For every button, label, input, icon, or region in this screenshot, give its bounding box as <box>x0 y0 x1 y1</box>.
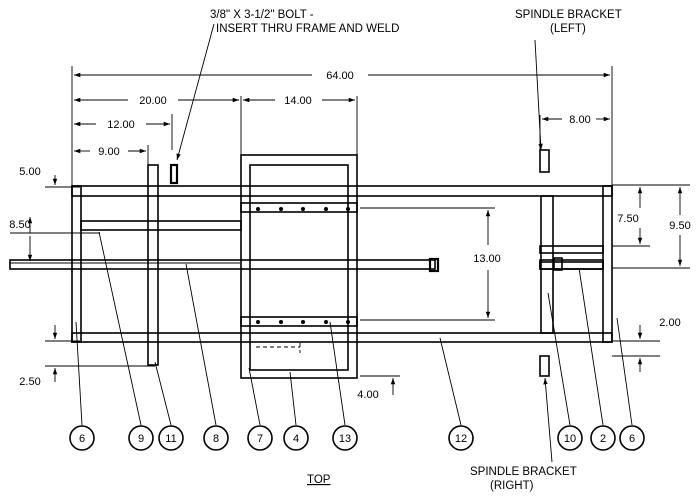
callout-7: 7 <box>247 425 273 451</box>
right-extension-lines <box>612 184 690 357</box>
dim-13: 13.00 <box>473 253 501 265</box>
callout-leaders <box>75 231 633 426</box>
dim-12: 12.00 <box>107 119 135 131</box>
dim-overall-64: 64.00 <box>326 70 354 82</box>
dim-5: 5.00 <box>19 166 40 178</box>
svg-text:10: 10 <box>564 433 576 445</box>
dim-20: 20.00 <box>139 95 167 107</box>
svg-text:4: 4 <box>293 433 299 445</box>
dim-2: 2.00 <box>659 317 680 329</box>
callout-4: 4 <box>283 425 309 451</box>
callout-6-right: 6 <box>619 425 645 451</box>
svg-text:6: 6 <box>629 433 635 445</box>
dim-4: 4.00 <box>357 389 378 401</box>
left-extension-lines <box>10 186 240 367</box>
bolt-note-line1: 3/8" X 3-1/2" BOLT - <box>210 9 314 21</box>
dim-8: 8.00 <box>569 114 590 126</box>
callout-10: 10 <box>557 425 583 451</box>
callout-6-left: 6 <box>69 425 95 451</box>
svg-text:6: 6 <box>79 433 85 445</box>
bolt-leader-line <box>176 23 215 161</box>
callout-8: 8 <box>203 425 229 451</box>
svg-text:11: 11 <box>165 433 176 445</box>
dim-2-50: 2.50 <box>19 376 40 388</box>
svg-text:12: 12 <box>455 433 467 445</box>
view-label-top: TOP <box>307 474 331 486</box>
dim-9-50: 9.50 <box>669 220 690 232</box>
svg-text:8: 8 <box>213 433 219 445</box>
dim-7-50: 7.50 <box>617 213 638 225</box>
callout-12: 12 <box>448 425 474 451</box>
callout-11: 11 <box>158 425 184 451</box>
svg-text:9: 9 <box>138 433 144 445</box>
callout-13: 13 <box>332 425 358 451</box>
callout-9: 9 <box>128 425 154 451</box>
bolt-note-line2: INSERT THRU FRAME AND WELD <box>216 23 399 35</box>
svg-text:13: 13 <box>339 433 351 445</box>
spindle-bracket-right-line2: (RIGHT) <box>490 480 534 492</box>
dim-14: 14.00 <box>284 95 312 107</box>
dim-13-ext <box>360 207 495 321</box>
callout-2: 2 <box>590 425 616 451</box>
extension-lines <box>71 66 613 185</box>
dim-8-50: 8.50 <box>9 219 30 231</box>
dim-9: 9.00 <box>98 146 119 158</box>
spindle-bracket-left-line1: SPINDLE BRACKET <box>515 9 622 21</box>
frame-assembly <box>9 149 613 379</box>
svg-text:2: 2 <box>600 433 606 445</box>
spindle-right-leader <box>543 377 553 463</box>
svg-text:7: 7 <box>257 433 263 445</box>
spindle-bracket-right-line1: SPINDLE BRACKET <box>470 466 577 478</box>
spindle-bracket-left-line2: (LEFT) <box>550 23 586 35</box>
